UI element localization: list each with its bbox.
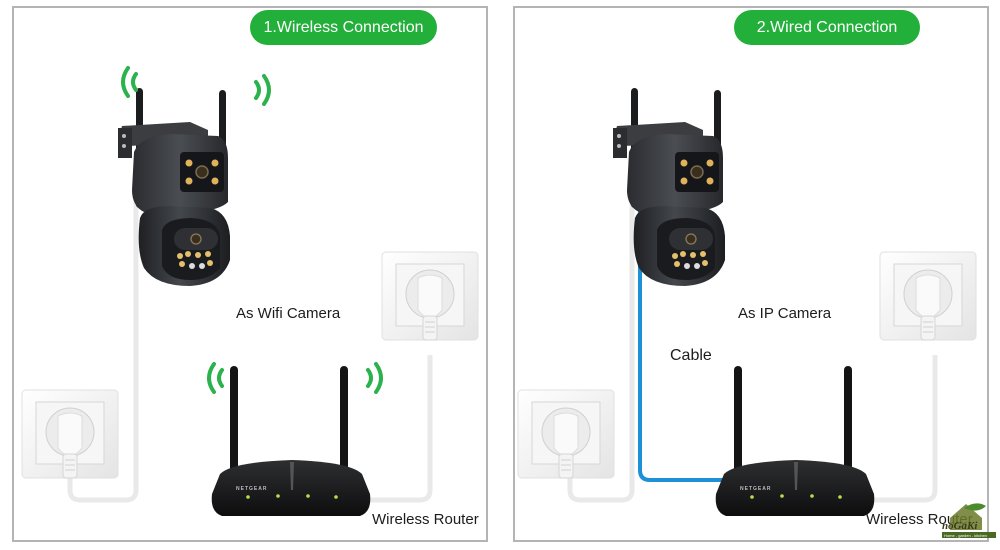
wall-socket-image xyxy=(517,389,615,479)
camera-power-cable xyxy=(67,200,139,503)
router-label: Wireless Router xyxy=(372,511,479,528)
wireless-router-image xyxy=(715,366,875,516)
watermark-logo: noGaKi Home - garden - kitchen xyxy=(940,500,998,540)
router-label: Wireless Router xyxy=(866,511,973,528)
wifi-camera-label: As Wifi Camera xyxy=(236,305,341,322)
wireless-connection-title: 1.Wireless Connection xyxy=(250,10,437,45)
wifi-signal-icon xyxy=(254,74,271,106)
camera-power-cable xyxy=(567,200,635,503)
router-power-cable xyxy=(850,355,938,503)
watermark-name: noGaKi xyxy=(942,520,978,532)
ethernet-cable xyxy=(638,180,730,482)
wall-socket-image xyxy=(21,389,119,479)
wifi-signal-icon xyxy=(121,66,138,98)
leaf-icon xyxy=(964,503,986,511)
ip-camera-label: As IP Camera xyxy=(738,305,832,322)
wall-socket-image xyxy=(381,251,479,341)
wired-connection-title: 2.Wired Connection xyxy=(734,10,920,45)
watermark-tagline: Home - garden - kitchen xyxy=(944,533,987,538)
wifi-signal-icon xyxy=(366,362,383,394)
house-icon xyxy=(950,504,982,530)
wall-socket-image xyxy=(879,251,977,341)
wireless-router-image xyxy=(211,366,371,516)
cable-label: Cable xyxy=(670,347,712,364)
wifi-signal-icon xyxy=(207,362,224,394)
router-power-cable xyxy=(345,355,433,503)
